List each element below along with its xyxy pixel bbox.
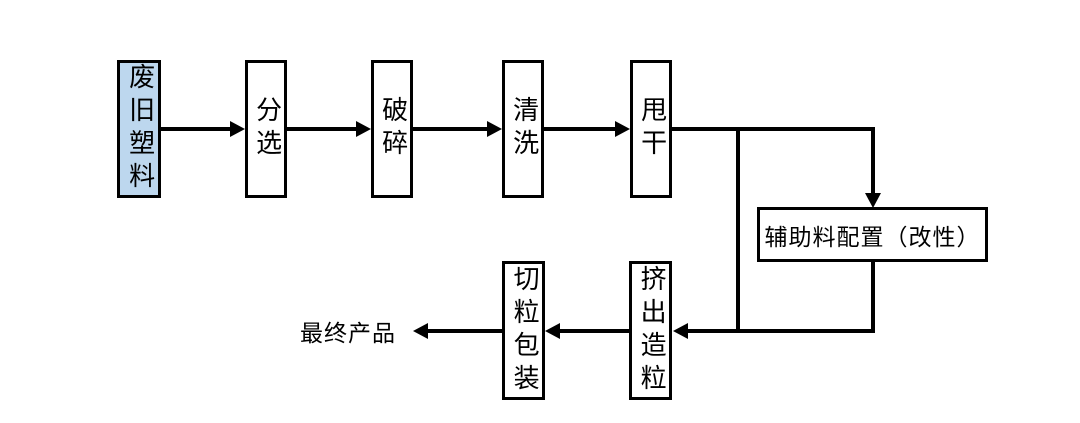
node-auxiliary-material: 辅助料配置（改性） [757, 207, 988, 262]
arrow-sorting-to-crushing-line [287, 127, 357, 131]
arrow-washing-to-spindry-head [615, 121, 630, 137]
node-extrusion-granulation: 挤出造粒 [629, 261, 672, 400]
connector-auxiliary-down-line [871, 262, 875, 333]
node-washing-label: 清洗 [508, 96, 539, 162]
arrow-washing-to-spindry-line [544, 127, 616, 131]
node-spin-drying-label: 甩干 [636, 96, 667, 162]
node-waste-plastic: 废旧塑料 [117, 60, 161, 198]
arrow-waste-to-sorting-line [161, 127, 231, 131]
node-crushing-label: 破碎 [377, 96, 408, 162]
arrow-pelletizing-to-final-line [426, 329, 502, 333]
arrow-extrusion-to-pelletizing-line [558, 329, 629, 333]
arrow-sorting-to-crushing-head [356, 121, 371, 137]
connector-down-to-auxiliary-line [871, 127, 875, 193]
node-pelletizing-packaging: 切粒包装 [502, 261, 545, 400]
connector-spindry-bypass-line [736, 127, 740, 333]
connector-to-extrusion-head [673, 323, 688, 339]
connector-to-extrusion-line [686, 329, 875, 333]
node-spin-drying: 甩干 [630, 60, 672, 198]
node-crushing: 破碎 [371, 60, 413, 198]
arrow-pelletizing-to-final-head [413, 323, 428, 339]
node-sorting: 分选 [245, 60, 287, 198]
node-auxiliary-material-label: 辅助料配置（改性） [764, 224, 981, 251]
node-washing: 清洗 [502, 60, 544, 198]
arrow-waste-to-sorting-head [230, 121, 245, 137]
connector-spindry-right-line [672, 127, 875, 131]
node-waste-plastic-label: 废旧塑料 [124, 63, 155, 195]
node-extrusion-granulation-label: 挤出造粒 [636, 264, 667, 397]
arrow-crushing-to-washing-head [487, 121, 502, 137]
node-sorting-label: 分选 [251, 96, 282, 162]
arrow-crushing-to-washing-line [413, 127, 488, 131]
connector-down-to-auxiliary-head [865, 193, 881, 208]
arrow-extrusion-to-pelletizing-head [545, 323, 560, 339]
label-final-product: 最终产品 [300, 321, 396, 347]
node-pelletizing-packaging-label: 切粒包装 [509, 264, 540, 397]
